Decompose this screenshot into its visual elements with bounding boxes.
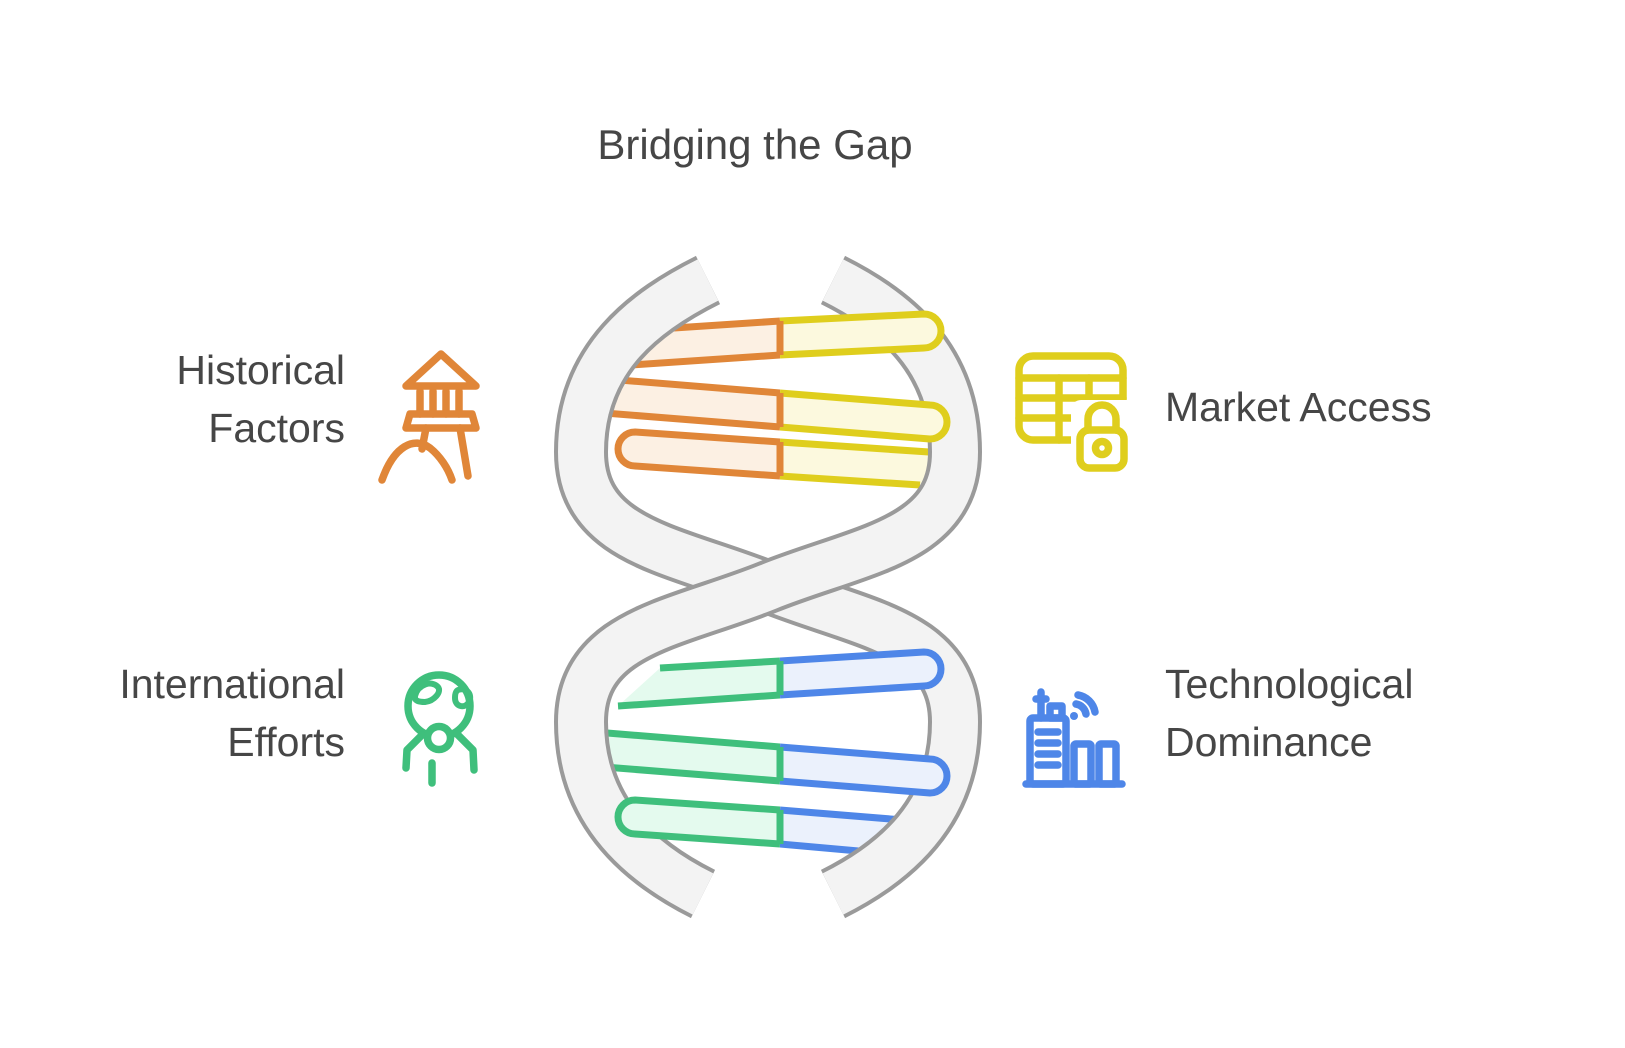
page-title: Bridging the Gap (597, 121, 913, 168)
rung-6 (614, 796, 784, 848)
label-historical-factors: Historical Factors (176, 341, 345, 457)
label-line: Factors (208, 405, 345, 451)
rung-5 (776, 743, 951, 797)
label-line: Market Access (1165, 384, 1432, 430)
label-line: Dominance (1165, 719, 1373, 765)
label-line: International (119, 661, 345, 707)
rung-3 (614, 428, 784, 480)
label-line: Historical (176, 347, 345, 393)
acropolis-icon (378, 340, 503, 485)
label-international-efforts: International Efforts (119, 655, 345, 771)
label-technological-dominance: Technological Dominance (1165, 655, 1413, 771)
label-line: Technological (1165, 661, 1414, 707)
rung-2 (776, 389, 951, 443)
rung-1 (776, 310, 945, 359)
helix-rung-over-layer (614, 310, 951, 848)
rung-4 (776, 648, 945, 699)
table-lock-icon (1013, 346, 1140, 472)
dna-helix-graphic (548, 252, 988, 919)
city-wifi-icon (1018, 686, 1130, 792)
label-market-access: Market Access (1165, 378, 1432, 436)
globe-person-icon (382, 666, 494, 794)
label-line: Efforts (227, 719, 345, 765)
